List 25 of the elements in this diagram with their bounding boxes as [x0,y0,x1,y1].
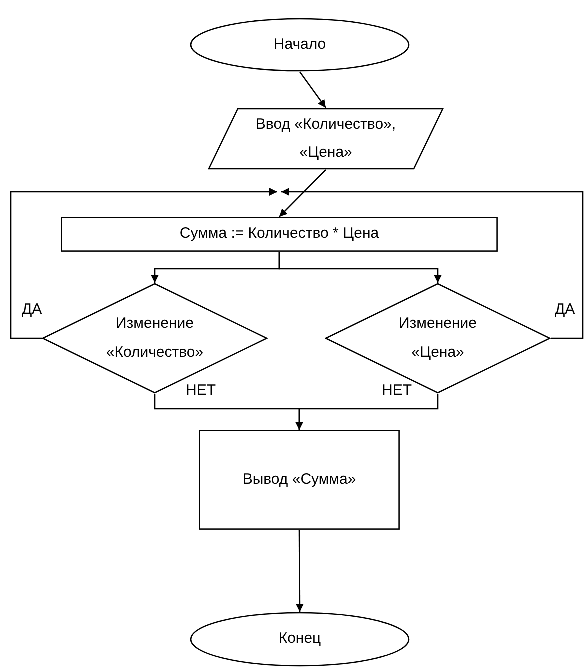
node-text: Изменение «Количество» [105,314,205,362]
node-text: Сумма := Количество * Цена [180,224,380,244]
node-text: Начало [274,34,326,55]
arrow [278,252,442,283]
arrow [10,188,278,340]
terminal-ellipse [190,18,410,72]
node-text: Вывод «Сумма» [242,470,356,490]
node-text: Изменение «Цена» [398,314,478,362]
arrow [279,170,326,218]
node-text: Ввод «Количество», «Цена» [254,114,398,163]
edge-label: ДА [553,302,578,317]
edge-label: НЕТ [380,383,414,398]
terminal-ellipse [190,612,410,667]
process-box [199,430,400,530]
node-text: Конец [278,629,322,650]
decision-diamond [42,283,268,394]
arrow [296,530,304,612]
arrow [296,394,439,430]
arrow [299,72,327,108]
edge-label: НЕТ [184,383,218,398]
arrow [282,188,584,340]
input-parallelogram [208,108,444,170]
edge-label: ДА [20,302,44,317]
process-box [61,217,498,252]
decision-diamond [325,283,551,394]
